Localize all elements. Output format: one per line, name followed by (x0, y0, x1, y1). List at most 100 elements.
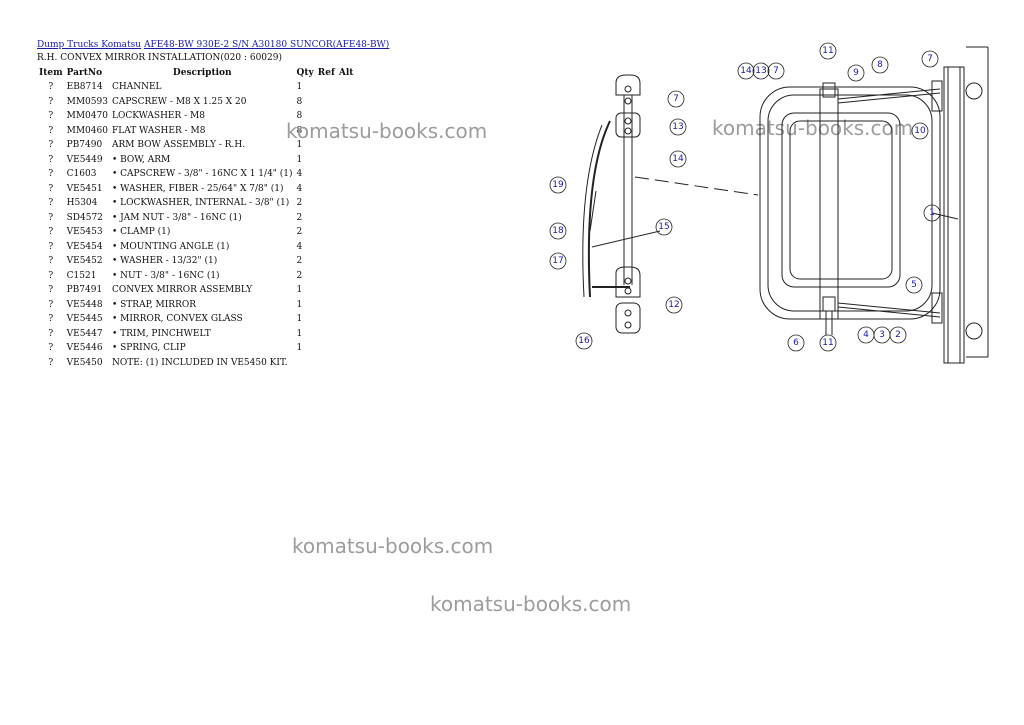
cell-partno: C1603 (66, 169, 97, 180)
callout-13b: 13 (752, 62, 770, 80)
header-item: Item (39, 68, 63, 78)
cell-ref (316, 269, 337, 284)
cell-description: • TRIM, PINCHWELT (111, 328, 211, 339)
svg-text:18: 18 (552, 226, 564, 236)
cell-item: ? (48, 299, 54, 310)
callout-1: 1 (923, 204, 941, 222)
callout-6: 6 (787, 334, 805, 352)
cell-alt (337, 240, 356, 255)
cell-alt (337, 167, 356, 182)
svg-text:3: 3 (879, 330, 885, 340)
header-alt: Alt (338, 68, 354, 78)
cell-qty: 8 (296, 96, 303, 107)
cell-item: ? (48, 198, 54, 209)
table-row: ?C1521• NUT - 3/8" - 16NC (1)2 (37, 269, 355, 284)
cell-description: FLAT WASHER - M8 (111, 125, 206, 136)
cell-alt (337, 182, 356, 197)
callout-14: 14 (669, 150, 687, 168)
cell-description: • STRAP, MIRROR (111, 299, 197, 310)
cell-ref (316, 182, 337, 197)
cell-alt (337, 254, 356, 269)
svg-text:12: 12 (668, 300, 679, 310)
cell-alt (337, 298, 356, 313)
cell-description: CHANNEL (111, 82, 162, 93)
watermark: komatsu-books.com (292, 534, 494, 558)
header-qty: Qty (296, 68, 314, 78)
cell-partno: PB7490 (66, 140, 103, 151)
cell-ref (316, 196, 337, 211)
cell-partno: EB8714 (66, 82, 103, 93)
cell-qty: 4 (296, 169, 303, 180)
cell-alt (337, 341, 356, 356)
cell-qty: 1 (296, 314, 303, 325)
callout-2: 2 (889, 326, 907, 344)
breadcrumb-link-dump-trucks[interactable]: Dump Trucks Komatsu (37, 40, 142, 50)
mirror-assembly-front (759, 46, 989, 364)
svg-text:9: 9 (853, 68, 859, 78)
header-partno: PartNo (66, 68, 103, 78)
table-row: ?H5304• LOCKWASHER, INTERNAL - 3/8" (1)2 (37, 196, 355, 211)
cell-partno: PB7491 (66, 285, 103, 296)
svg-text:4: 4 (863, 330, 869, 340)
callout-9: 9 (847, 64, 865, 82)
cell-ref (316, 254, 337, 269)
callout-3: 3 (873, 326, 891, 344)
cell-partno: MM0593 (66, 96, 108, 107)
callout-16: 16 (575, 332, 593, 350)
cell-partno: H5304 (66, 198, 98, 209)
svg-text:11: 11 (822, 46, 833, 56)
cell-partno: VE5454 (66, 241, 103, 252)
cell-description: • WASHER, FIBER - 25/64" X 7/8" (1) (111, 183, 284, 194)
cell-qty: 1 (296, 343, 303, 354)
cell-item: ? (48, 125, 54, 136)
svg-text:1: 1 (929, 208, 935, 218)
callout-10: 10 (911, 122, 929, 140)
cell-ref (316, 356, 337, 371)
callout-14b: 14 (737, 62, 755, 80)
svg-text:7: 7 (773, 66, 779, 76)
cell-description: • SPRING, CLIP (111, 343, 186, 354)
cell-partno: SD4572 (66, 212, 103, 223)
cell-ref (316, 80, 337, 95)
svg-text:16: 16 (578, 336, 590, 346)
cell-item: ? (48, 227, 54, 238)
cell-description: • MIRROR, CONVEX GLASS (111, 314, 243, 325)
header-description: Description (172, 68, 232, 78)
svg-text:14: 14 (672, 154, 684, 164)
cell-partno: VE5451 (66, 183, 103, 194)
cell-qty: 4 (296, 183, 303, 194)
cell-ref (316, 211, 337, 226)
cell-ref (316, 341, 337, 356)
breadcrumb-link-model[interactable]: AFE48-BW 930E-2 S/N A30180 SUNCOR(AFE48-… (143, 40, 390, 50)
assembly-leader-line (634, 176, 759, 196)
callout-12: 12 (665, 296, 683, 314)
callout-18: 18 (549, 222, 567, 240)
cell-qty: 1 (296, 299, 303, 310)
cell-alt (337, 312, 356, 327)
cell-qty: 1 (296, 285, 303, 296)
cell-qty: 2 (296, 198, 303, 209)
exploded-view-diagram: 19 18 17 16 15 7 13 14 12 14 13 7 11 9 8… (549, 42, 989, 364)
watermark: komatsu-books.com (286, 119, 488, 143)
cell-item: ? (48, 212, 54, 223)
callout-8: 8 (871, 56, 889, 74)
cell-partno: VE5447 (66, 328, 103, 339)
parts-table: Item PartNo Description Qty Ref Alt ?EB8… (37, 66, 355, 370)
callout-11: 11 (819, 42, 837, 60)
cell-qty: 1 (296, 154, 303, 165)
svg-text:7: 7 (673, 94, 679, 104)
cell-ref (316, 240, 337, 255)
svg-text:13: 13 (672, 122, 683, 132)
watermark: komatsu-books.com (712, 116, 914, 140)
cell-item: ? (48, 270, 54, 281)
table-row: ?VE5454• MOUNTING ANGLE (1)4 (37, 240, 355, 255)
cell-item: ? (48, 140, 54, 151)
cell-ref (316, 283, 337, 298)
